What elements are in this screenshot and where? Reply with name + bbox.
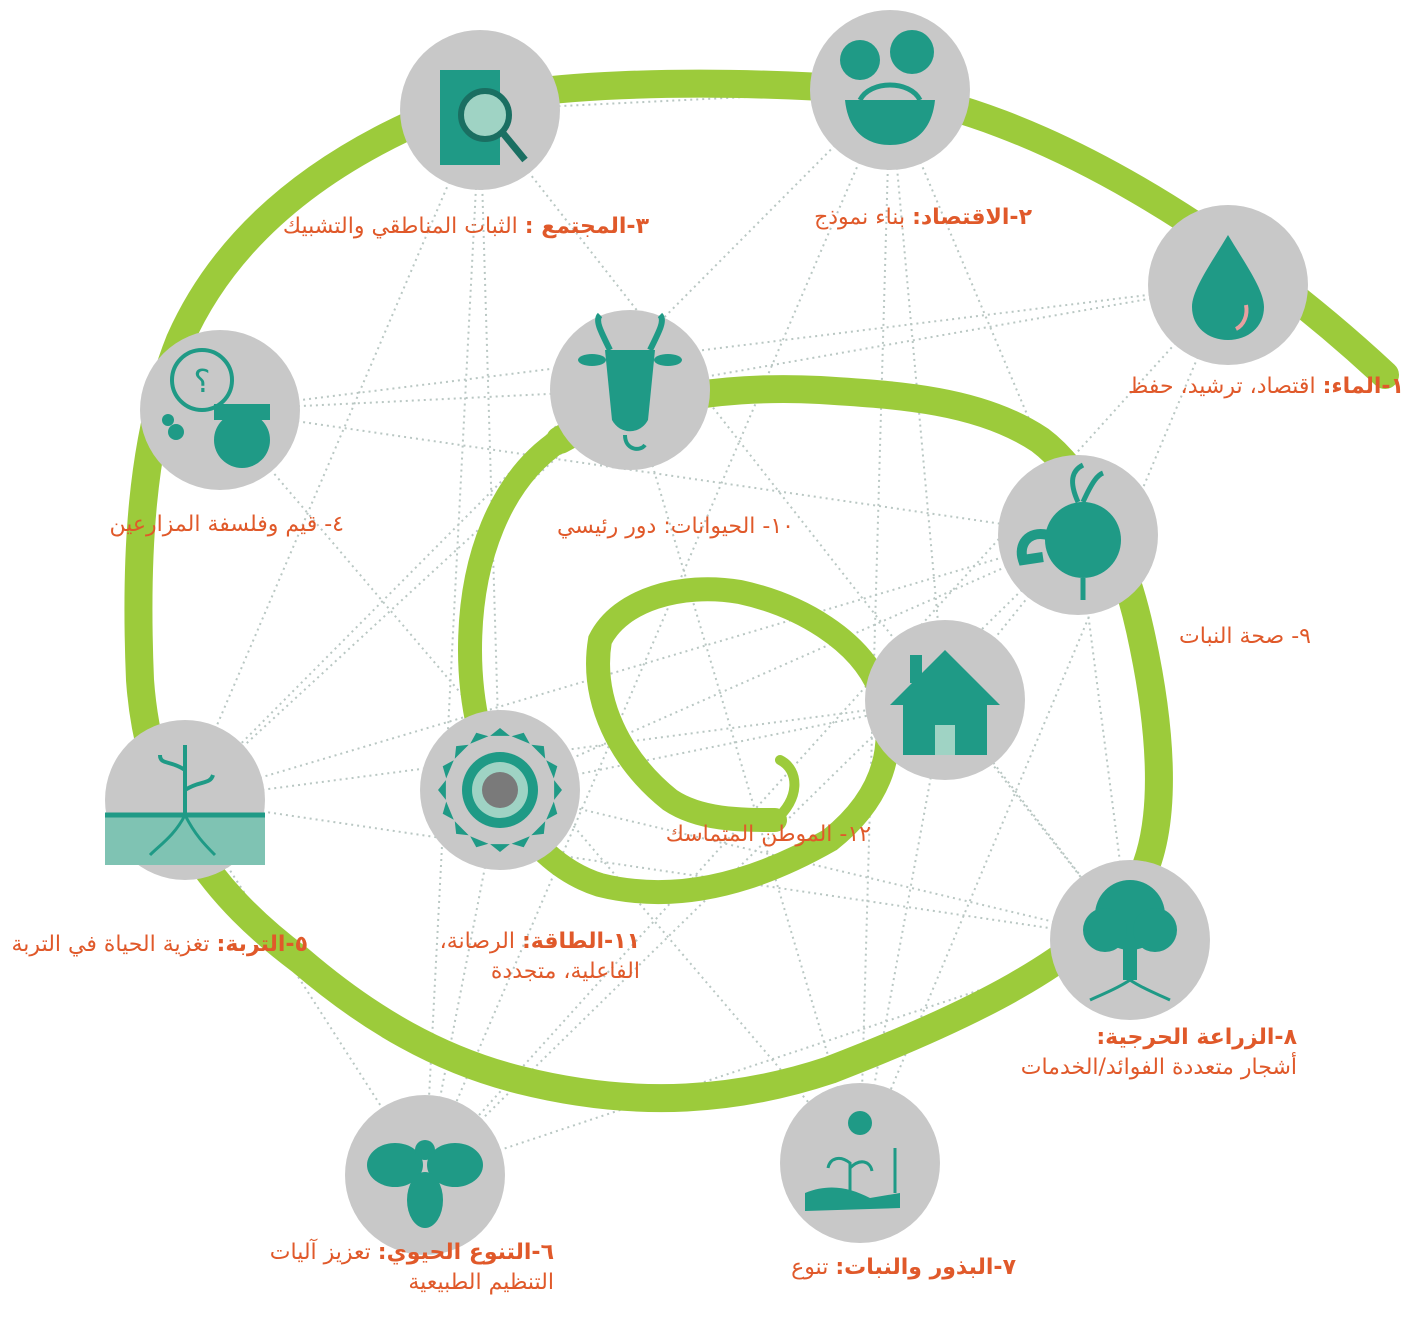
label-economy: ٢-الاقتصاد: بناء نموذج xyxy=(814,205,1032,230)
magnifier-person-icon xyxy=(440,70,528,165)
soil-roots-icon xyxy=(105,745,265,865)
label-animals: ١٠- الحيوانات: دور رئيسي xyxy=(556,514,794,539)
node-agroforestry xyxy=(1050,860,1210,1020)
label-community: ٣-المجتمع : الثبات المناطقي والتشبيك xyxy=(282,214,649,239)
network-line xyxy=(184,799,426,1176)
label-values: ٤- قيم وفلسفة المزارعين xyxy=(109,512,344,537)
network-line xyxy=(184,699,946,801)
node-biodiversity xyxy=(345,1095,505,1255)
label-water: ١-الماء: اقتصاد، ترشيد، حفظ xyxy=(1128,374,1404,399)
network-line xyxy=(479,109,1131,941)
network-line xyxy=(219,284,1229,411)
network-line xyxy=(859,284,1229,1164)
label-plant-health: ٩- صحة النبات xyxy=(1179,624,1311,649)
label-agroforestry: ٨-الزراعة الحرجية: أشجار متعددة الفوائد/… xyxy=(1020,1025,1297,1080)
network-line xyxy=(184,799,1131,941)
network-line xyxy=(424,534,1079,1176)
network-line xyxy=(219,409,1079,536)
house-icon xyxy=(890,650,1000,755)
node-economy xyxy=(810,10,970,170)
network-lines xyxy=(184,89,1229,1176)
node-seeds xyxy=(780,1083,940,1243)
network-line xyxy=(1077,534,1131,941)
svg-text:؟: ؟ xyxy=(194,362,211,400)
node-plant-health xyxy=(998,455,1158,615)
label-seeds: ٧-البذور والنبات: تنوع xyxy=(791,1255,1016,1280)
node-soil xyxy=(105,720,265,880)
node-circle xyxy=(810,10,970,170)
label-energy: ١١-الطاقة: الرصانة، الفاعلية، متجددة xyxy=(439,929,640,984)
network-line xyxy=(184,389,631,801)
label-soil: ٥-التربة: تغزية الحياة في التربة xyxy=(11,932,308,957)
node-energy xyxy=(420,710,580,870)
node-community xyxy=(400,30,560,190)
network-line xyxy=(424,109,481,1176)
network-line xyxy=(219,409,861,1164)
node-values: ؟ xyxy=(140,330,300,490)
goat-icon xyxy=(578,312,682,451)
node-homeland xyxy=(865,620,1025,780)
node-animals xyxy=(550,310,710,470)
label-biodiversity: ٦-التنوع الحيوي: تعزيز آليات التنظيم الط… xyxy=(269,1240,554,1295)
network-line xyxy=(859,89,891,1164)
network-line xyxy=(424,284,1229,1176)
tree-icon xyxy=(1083,880,1177,1002)
network-line xyxy=(629,389,861,1164)
network-line xyxy=(629,284,1229,391)
water-drop-icon xyxy=(1192,235,1264,340)
bee-icon xyxy=(367,1140,483,1228)
produce-basket-icon xyxy=(840,30,935,145)
sun-icon xyxy=(438,728,562,852)
label-homeland: ١٢- الموطن المتماسك xyxy=(665,822,871,847)
node-water xyxy=(1148,205,1308,365)
strong-turnip-icon xyxy=(1016,462,1121,600)
node-circles: ؟ xyxy=(105,10,1308,1255)
network-line xyxy=(184,109,481,801)
network-line xyxy=(499,789,1131,941)
hand-seedling-icon xyxy=(805,1111,900,1211)
thinking-farmer-icon: ؟ xyxy=(162,348,270,468)
